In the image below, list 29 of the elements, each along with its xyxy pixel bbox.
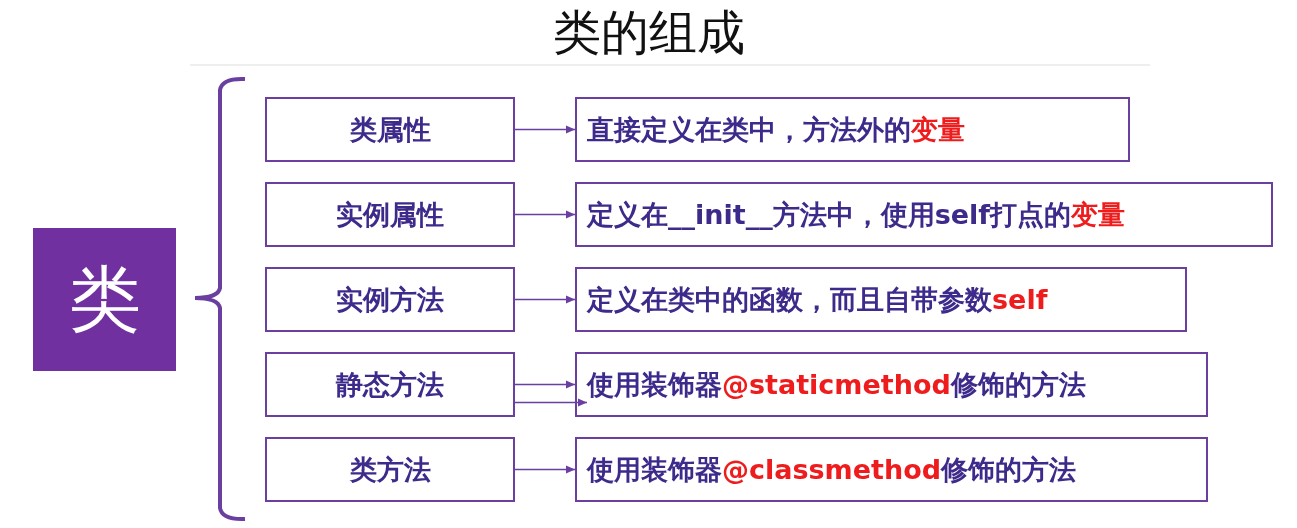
member-box — [265, 267, 515, 332]
arrow — [514, 295, 576, 304]
description-box — [575, 352, 1208, 417]
member-label: 类属性 — [349, 112, 431, 147]
description-box — [575, 182, 1273, 247]
class-label: 类 — [68, 255, 141, 343]
member-label: 实例方法 — [336, 282, 444, 317]
description-text: 使用装饰器@staticmethod修饰的方法 — [587, 367, 1086, 402]
description-box — [575, 267, 1187, 332]
description-text: 定义在类中的函数，而且自带参数self — [587, 282, 1048, 317]
member-box — [265, 97, 515, 162]
member-box — [265, 352, 515, 417]
description-box — [575, 437, 1208, 502]
member-box — [265, 182, 515, 247]
arrow — [514, 398, 588, 407]
member-label: 类方法 — [349, 452, 431, 487]
member-label: 实例属性 — [336, 197, 444, 232]
arrow — [514, 380, 576, 389]
title: 类的组成 — [551, 3, 746, 62]
description-text: 使用装饰器@classmethod修饰的方法 — [587, 452, 1077, 487]
arrow — [514, 465, 576, 474]
arrow — [514, 125, 576, 134]
arrow — [514, 210, 576, 219]
class-box — [33, 228, 176, 371]
description-box — [575, 97, 1130, 162]
member-label: 静态方法 — [336, 367, 444, 402]
description-text: 定义在__init__方法中，使用self打点的变量 — [587, 197, 1126, 232]
member-box — [265, 437, 515, 502]
description-text: 直接定义在类中，方法外的变量 — [587, 112, 965, 147]
